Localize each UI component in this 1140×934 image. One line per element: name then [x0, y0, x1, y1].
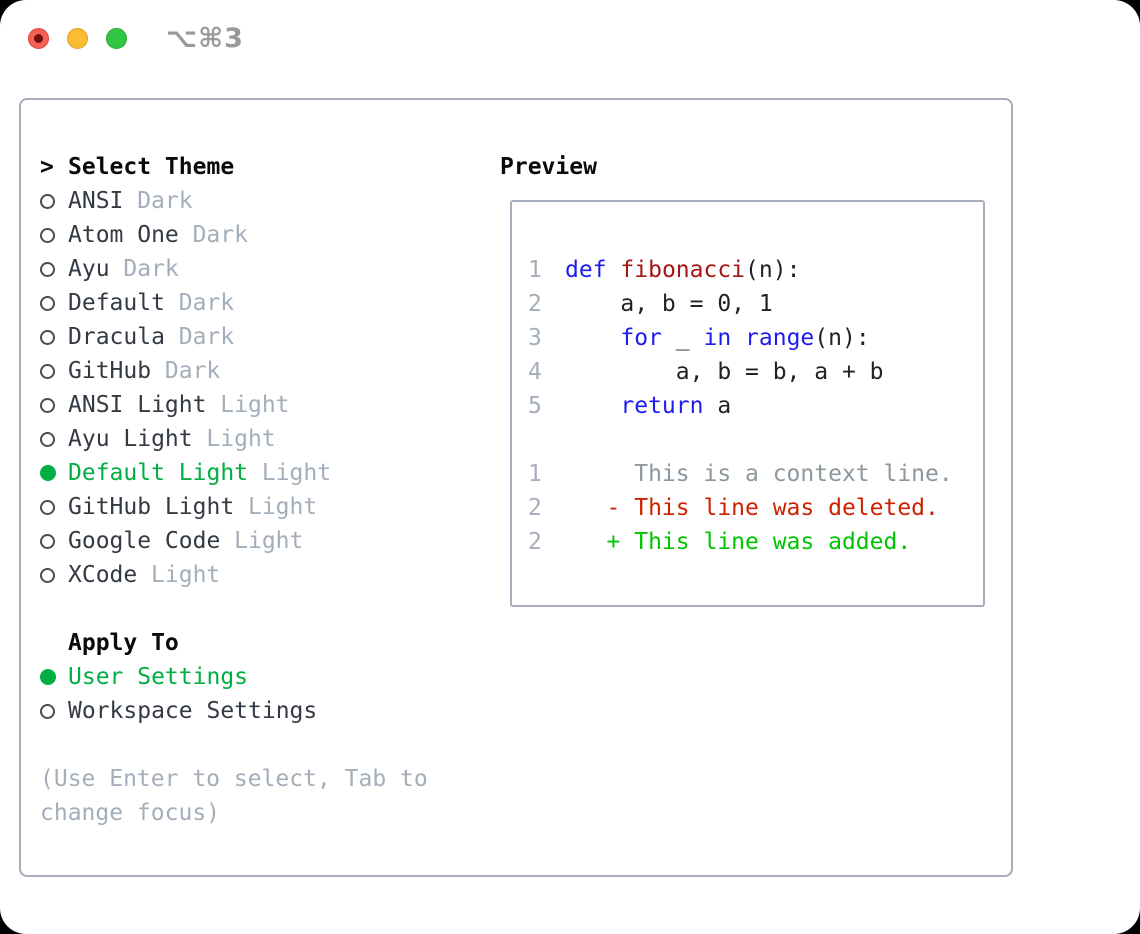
blank-line [528, 219, 983, 253]
option-variant-label: Dark [192, 222, 248, 248]
radio-unselected-icon [40, 329, 68, 345]
radio-unselected-icon [40, 533, 68, 549]
option-variant-label: Dark [123, 256, 179, 282]
line-number: 3 [528, 325, 542, 351]
option-label: Workspace Settings [68, 698, 318, 724]
help-text: (Use Enter to select, Tab to change focu… [40, 766, 428, 826]
option-label: Ayu [68, 256, 110, 282]
radio-unselected-icon [40, 431, 68, 447]
theme-option-xcode[interactable]: XCode Light [40, 558, 480, 592]
option-variant-label: Light [234, 528, 304, 554]
radio-unselected-icon [40, 261, 68, 277]
option-variant-label: Light [151, 562, 221, 588]
apply-to-header: Apply To [40, 626, 480, 660]
close-dot-icon [34, 33, 43, 43]
code-line: 4 a, b = b, a + b [528, 355, 983, 389]
theme-option-dracula[interactable]: Dracula Dark [40, 320, 480, 354]
code-line: 5 return a [528, 389, 983, 423]
spacer [40, 728, 480, 762]
line-number: 4 [528, 359, 542, 385]
theme-option-default-light[interactable]: Default Light Light [40, 456, 480, 490]
select-theme-header: > Select Theme [40, 150, 480, 184]
theme-option-ansi-light[interactable]: ANSI Light Light [40, 388, 480, 422]
code-line: 3 for _ in range(n): [528, 321, 983, 355]
line-number: 5 [528, 393, 542, 419]
theme-option-github-light[interactable]: GitHub Light Light [40, 490, 480, 524]
option-label: Dracula [68, 324, 165, 350]
blank-line [528, 559, 983, 593]
option-variant-label: Light [261, 460, 332, 486]
option-variant-label: Dark [164, 358, 221, 384]
minimize-button[interactable] [67, 27, 88, 49]
window-shortcut-label: ⌥⌘3 [166, 22, 244, 54]
option-label: GitHub [68, 358, 152, 384]
theme-option-default[interactable]: Default Dark [40, 286, 480, 320]
diff-line: 2 - This line was deleted. [528, 491, 983, 525]
option-label: Default Light [68, 460, 249, 486]
option-variant-label: Light [220, 392, 290, 418]
apply-option-workspace-settings[interactable]: Workspace Settings [40, 694, 480, 728]
preview-column: Preview [500, 150, 996, 184]
option-variant-label: Light [206, 426, 276, 452]
line-number: 1 [528, 257, 542, 283]
radio-unselected-icon [40, 295, 68, 311]
radio-unselected-icon [40, 703, 68, 719]
spacer [40, 592, 480, 626]
pointer-icon: > [40, 154, 54, 180]
radio-unselected-icon [40, 567, 68, 583]
apply-option-user-settings[interactable]: User Settings [40, 660, 480, 694]
radio-unselected-icon [40, 193, 68, 209]
line-number: 1 [528, 461, 542, 487]
preview-title: Preview [500, 154, 597, 180]
option-label: User Settings [68, 664, 249, 690]
option-label: ANSI Light [68, 392, 207, 418]
theme-option-ayu[interactable]: Ayu Dark [40, 252, 480, 286]
option-label: ANSI [68, 188, 124, 214]
option-label: Ayu Light [68, 426, 193, 452]
option-label: Atom One [68, 222, 179, 248]
theme-option-google-code[interactable]: Google Code Light [40, 524, 480, 558]
theme-option-ayu-light[interactable]: Ayu Light Light [40, 422, 480, 456]
close-button[interactable] [28, 27, 49, 49]
diff-line: 1 This is a context line. [528, 457, 983, 491]
diff-line: 2 + This line was added. [528, 525, 983, 559]
blank-line [528, 423, 983, 457]
radio-unselected-icon [40, 397, 68, 413]
option-variant-label: Dark [137, 188, 193, 214]
theme-option-ansi[interactable]: ANSI Dark [40, 184, 480, 218]
radio-selected-icon [40, 465, 68, 481]
option-label: Google Code [68, 528, 221, 554]
radio-unselected-icon [40, 227, 68, 243]
radio-unselected-icon [40, 499, 68, 515]
option-variant-label: Dark [178, 324, 235, 350]
radio-selected-icon [40, 669, 68, 685]
zoom-button[interactable] [106, 27, 127, 49]
option-label: Default [68, 290, 165, 316]
option-label: XCode [68, 562, 138, 588]
theme-option-github[interactable]: GitHub Dark [40, 354, 480, 388]
titlebar: ⌥⌘3 [28, 23, 244, 54]
select-theme-title: Select Theme [68, 154, 235, 180]
option-variant-label: Light [247, 494, 318, 520]
code-line: 2 a, b = 0, 1 [528, 287, 983, 321]
line-number: 2 [528, 529, 542, 555]
option-label: GitHub Light [68, 494, 235, 520]
option-variant-label: Dark [178, 290, 235, 316]
apply-to-title: Apply To [68, 630, 179, 656]
theme-option-atom-one[interactable]: Atom One Dark [40, 218, 480, 252]
radio-unselected-icon [40, 363, 68, 379]
line-number: 2 [528, 495, 542, 521]
line-number: 2 [528, 291, 542, 317]
